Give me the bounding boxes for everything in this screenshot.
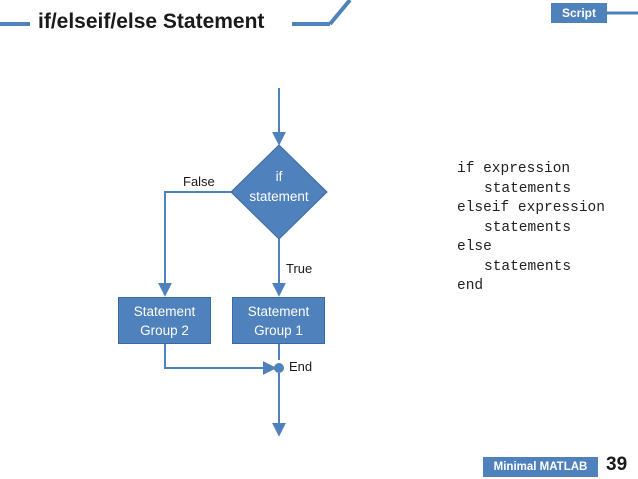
- code-line: statements: [484, 219, 572, 236]
- statement-group-2-box: Statement Group 2: [118, 297, 211, 344]
- decision-line2: statement: [249, 189, 309, 204]
- code-line: else: [457, 239, 492, 255]
- false-label: False: [183, 174, 215, 189]
- decision-label: if statement: [236, 167, 322, 207]
- end-label: End: [289, 359, 313, 374]
- group2-line1: Statement: [133, 303, 196, 319]
- decision-line1: if: [275, 169, 283, 184]
- group2-line2: Group 2: [140, 322, 189, 338]
- code-line: if expression: [457, 161, 571, 177]
- true-label: True: [286, 261, 313, 276]
- page-title: if/elseif/else Statement: [38, 10, 265, 33]
- code-line: statements: [484, 180, 572, 197]
- code-line: elseif expression: [457, 200, 605, 216]
- script-tag: Script: [551, 3, 607, 23]
- code-line: statements: [484, 258, 572, 275]
- false-arrow: [158, 191, 231, 297]
- page-number: 39: [606, 454, 628, 475]
- header-rule-diagonal: [328, 0, 352, 26]
- statement-group-1-box: Statement Group 1: [232, 297, 325, 344]
- group1-line1: Statement: [247, 303, 310, 319]
- group1-line2: Group 1: [254, 322, 303, 338]
- course-tag: Minimal MATLAB: [483, 457, 598, 477]
- code-line: end: [457, 278, 484, 294]
- end-node: [274, 363, 284, 373]
- group2-to-end-arrow: [164, 343, 277, 375]
- code-block: if expression statements elseif expressi…: [457, 160, 605, 297]
